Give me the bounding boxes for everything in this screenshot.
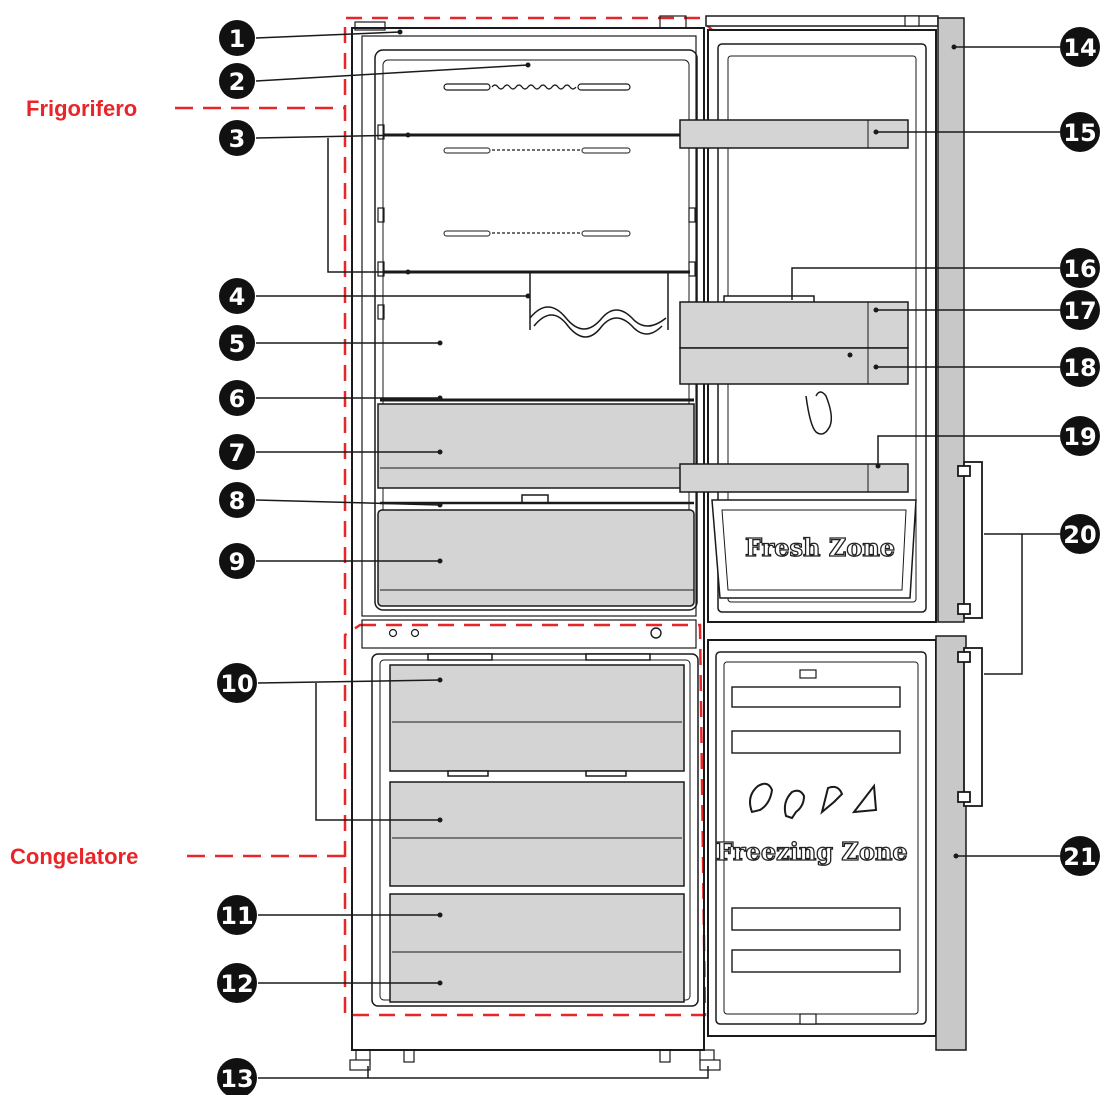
door-balcony-bottom [679,463,909,493]
svg-text:6: 6 [229,385,246,413]
svg-text:13: 13 [220,1065,253,1093]
callout-9: 9 [219,543,255,579]
freezer-section-label: Congelatore [10,844,138,869]
door-balcony-middle [679,295,909,385]
freezer-drawers [389,653,685,1003]
callout-2: 2 [219,63,255,99]
food-icons [749,782,878,820]
wine-rack [529,272,669,338]
freezer-drawer-middle [389,781,685,887]
callout-17: 17 [1060,290,1100,330]
svg-text:20: 20 [1063,521,1096,549]
callout-6: 6 [219,380,255,416]
adjustable-feet [349,1059,721,1071]
callout-1: 1 [219,20,255,56]
callout-7: 7 [219,434,255,470]
control-panel [361,619,697,649]
freezer-drawer-bottom [389,893,685,1003]
freezer-section-outline [343,623,707,1017]
callout-18: 18 [1060,347,1100,387]
callout-19: 19 [1060,416,1100,456]
svg-text:15: 15 [1063,119,1096,147]
svg-text:2: 2 [229,68,246,96]
fridge-section-outline [343,16,714,615]
freezer-door [707,635,967,1051]
fridge-section-label: Frigorifero [26,96,137,121]
svg-text:11: 11 [220,902,253,930]
fresh-zone-label: Fresh Zone [745,533,895,562]
svg-text:18: 18 [1063,354,1096,382]
svg-text:17: 17 [1063,297,1096,325]
callout-4: 4 [219,278,255,314]
svg-text:3: 3 [229,125,246,153]
callout-14: 14 [1060,27,1100,67]
callout-12: 12 [217,963,257,1003]
svg-text:21: 21 [1063,843,1096,871]
callout-5: 5 [219,325,255,361]
callout-8: 8 [219,482,255,518]
fish-icon [749,782,774,814]
bottle-holder-icon [805,391,833,435]
callout-10: 10 [217,663,257,703]
cheese-icon [851,783,878,814]
fresh-zone-bin [711,499,917,599]
leader-dots [397,29,959,986]
svg-text:9: 9 [229,548,246,576]
svg-text:14: 14 [1063,34,1096,62]
svg-text:8: 8 [229,487,246,515]
callout-15: 15 [1060,112,1100,152]
svg-text:1: 1 [229,25,246,53]
upper-crisper-drawer [377,403,695,489]
callout-16: 16 [1060,248,1100,288]
freezer-door-edge [935,635,967,1051]
callout-3: 3 [219,120,255,156]
ice-cream-icon [820,785,844,815]
drawer-divider [380,494,694,505]
door-balcony-top [679,119,909,149]
glass-shelves [384,133,690,274]
door-handles [957,461,983,807]
svg-text:12: 12 [220,970,253,998]
freezer-drawer-top [389,664,685,772]
svg-text:10: 10 [220,670,253,698]
freezer-compartment [371,653,699,1007]
svg-text:16: 16 [1063,255,1096,283]
shelf-supports [377,124,696,320]
led-light [443,83,631,91]
svg-text:19: 19 [1063,423,1096,451]
svg-text:5: 5 [229,330,246,358]
callout-21: 21 [1060,836,1100,876]
callout-13: 13 [217,1058,257,1095]
lower-crisper-drawer [377,509,695,607]
leader-lines [255,31,1060,1079]
callout-badges: 1 2 3 4 5 6 7 8 9 10 11 12 13 14 15 16 1… [217,20,1100,1095]
svg-text:4: 4 [229,283,246,311]
fridge-door-edge [937,17,965,623]
callout-20: 20 [1060,514,1100,554]
freezing-zone-label: Freezing Zone [716,837,907,866]
callout-11: 11 [217,895,257,935]
chicken-leg-icon [783,789,806,820]
svg-text:7: 7 [229,439,246,467]
